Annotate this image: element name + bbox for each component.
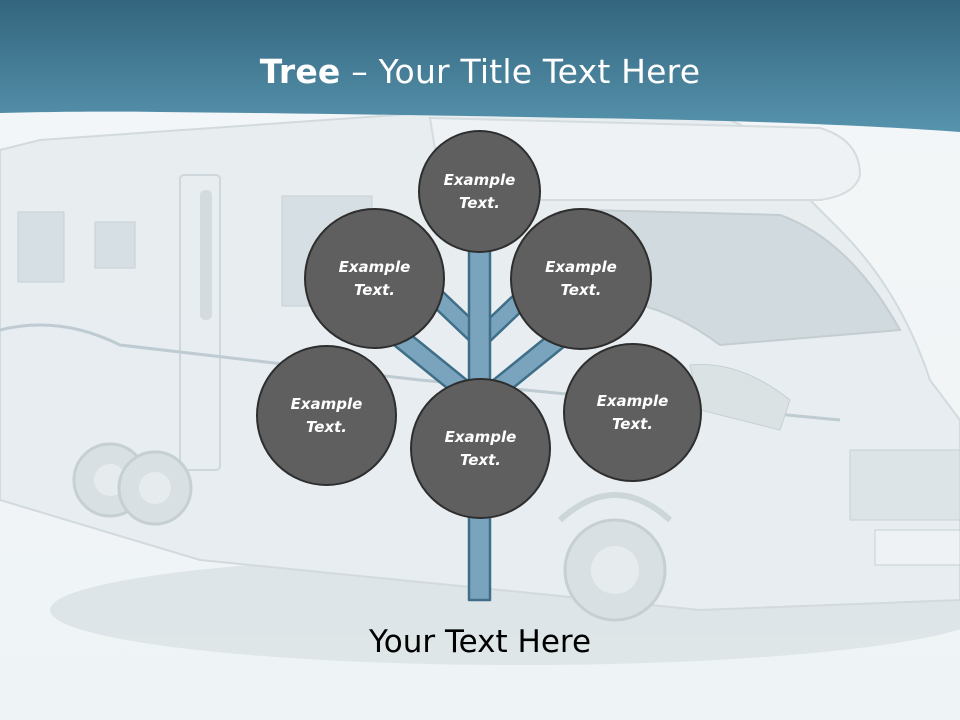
tree-node-lower-left: Example Text. bbox=[256, 345, 397, 486]
footer-text: Your Text Here bbox=[368, 624, 592, 660]
node-label: Example Text. bbox=[596, 391, 669, 433]
tree-node-upper-right: Example Text. bbox=[510, 208, 652, 350]
tree-node-center: Example Text. bbox=[410, 378, 551, 519]
tree-node-top: Example Text. bbox=[418, 130, 541, 253]
node-label: Example Text. bbox=[338, 257, 411, 299]
header-band bbox=[0, 0, 960, 132]
node-label: Example Text. bbox=[290, 394, 363, 436]
slide-title: Tree – Your Title Text Here bbox=[0, 52, 960, 91]
node-label: Example Text. bbox=[443, 170, 516, 212]
tree-node-upper-left: Example Text. bbox=[304, 208, 445, 349]
node-label: Example Text. bbox=[545, 258, 617, 299]
node-label: Example Text. bbox=[444, 427, 517, 469]
title-bold: Tree bbox=[259, 52, 341, 91]
tree-node-lower-right: Example Text. bbox=[563, 343, 702, 482]
title-rest: – Your Title Text Here bbox=[340, 52, 701, 91]
